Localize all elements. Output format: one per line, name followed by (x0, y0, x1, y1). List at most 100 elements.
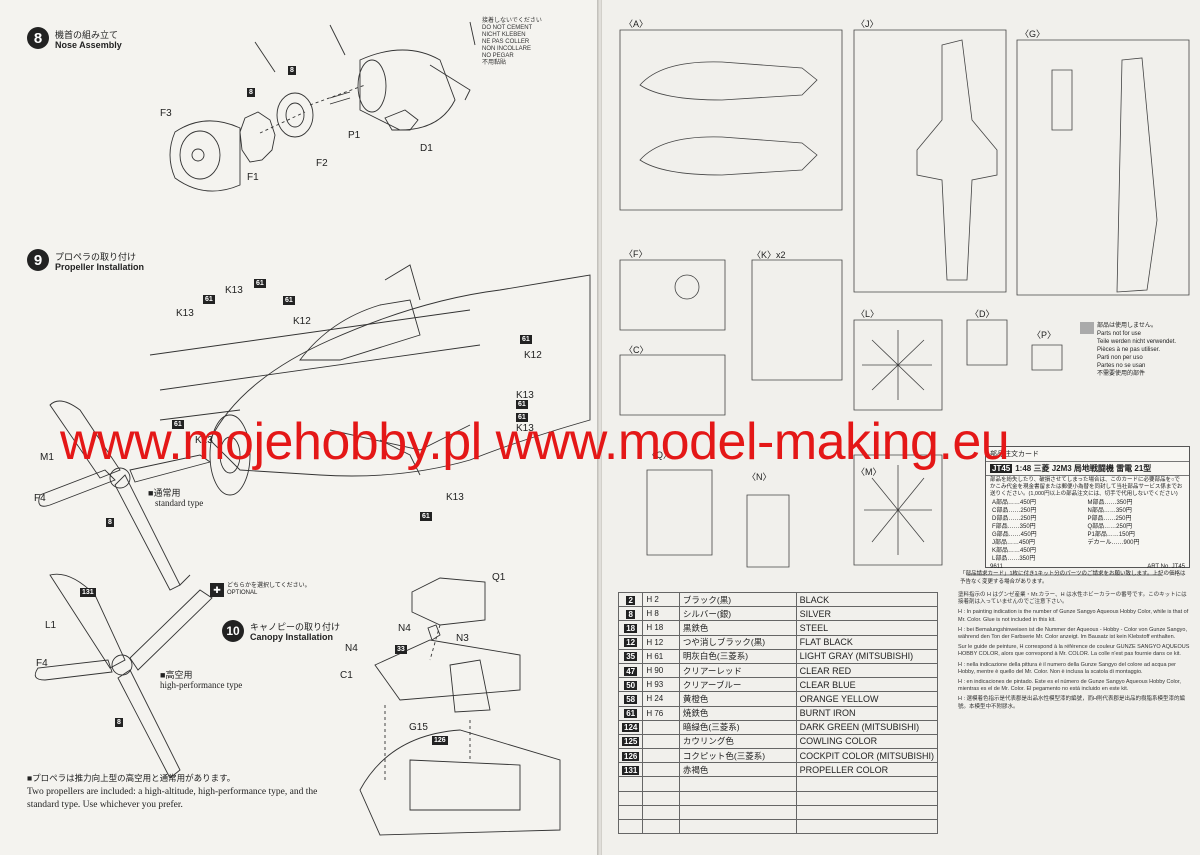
paint-code (642, 790, 680, 806)
parts-price-item: J部品……450円 (992, 540, 1036, 546)
sprue-l-label: 〈L〉 (856, 309, 880, 319)
paint-number: 58 (617, 691, 644, 707)
color-badge: 8 (106, 518, 114, 527)
part-label-f1: F1 (247, 172, 259, 183)
sprue-m-label: 〈M〉 (856, 467, 882, 477)
paint-code: H 8 (642, 606, 680, 622)
paint-number: 50 (617, 677, 644, 693)
paint-name-jp: 焼鉄色 (678, 705, 797, 721)
paint-code: H 90 (642, 662, 680, 679)
paint-code (642, 748, 680, 764)
paint-code: H 61 (642, 648, 680, 664)
paint-number: 126 (617, 748, 644, 764)
part-label-n4: N4 (345, 643, 358, 654)
color-badge: 61 (203, 295, 215, 304)
paint-number-badge: 50 (624, 680, 638, 690)
part-label-f3: F3 (160, 108, 172, 119)
paint-code (642, 719, 680, 735)
paint-code: H 93 (642, 677, 680, 693)
parts-price-item (1088, 555, 1184, 563)
paint-name-jp (678, 818, 797, 835)
paint-number-badge: 61 (624, 709, 638, 719)
optional-note: ✚ どちらかを選択してください。OPTIONAL (210, 583, 311, 597)
paint-name-en (795, 790, 939, 806)
part-label-m1: M1 (40, 452, 54, 463)
part-label-n3: N3 (456, 633, 469, 644)
color-badge: 126 (432, 736, 448, 745)
paint-color-row (617, 776, 939, 792)
paint-number: 124 (617, 719, 644, 735)
paint-color-row (617, 790, 939, 806)
paint-number-badge: 124 (622, 723, 640, 733)
paint-name-en: FLAT BLACK (795, 634, 939, 650)
color-badge: 33 (395, 645, 407, 654)
paint-number (617, 804, 644, 821)
paint-number-badge: 35 (624, 652, 638, 662)
paint-number (617, 776, 644, 792)
paint-number-badge: 18 (624, 623, 638, 633)
part-label-f2: F2 (316, 158, 328, 169)
step-9-number: 9 (27, 249, 49, 271)
part-label-g15: G15 (409, 722, 428, 733)
paint-number: 18 (617, 620, 644, 636)
paint-code (642, 733, 680, 750)
paint-code: H 2 (642, 591, 680, 608)
standard-type-label-jp: ■通常用 (148, 488, 181, 498)
book-spine (597, 0, 603, 855)
paint-number-badge: 8 (626, 609, 635, 619)
paint-name-en: CLEAR RED (795, 662, 939, 679)
step-8-number: 8 (27, 27, 49, 49)
color-badge: 8 (247, 88, 255, 97)
part-label-k13: K13 (176, 308, 194, 319)
paint-name-jp (678, 804, 797, 821)
part-label-k12: K12 (293, 316, 311, 327)
step-10-title-en: Canopy Installation (250, 632, 334, 642)
parts-price-item: K部品……450円 (992, 548, 1037, 554)
paint-number: 47 (617, 662, 644, 679)
sprue-a-label: 〈A〉 (624, 19, 649, 29)
color-badge: 61 (283, 296, 295, 305)
paint-number: 131 (617, 762, 644, 778)
paint-number-badge: 2 (626, 595, 635, 605)
paint-name-en (795, 818, 939, 835)
paint-name-en: BLACK (795, 591, 939, 608)
paint-name-jp: 黒鉄色 (678, 620, 797, 636)
sprue-f-label: 〈F〉 (624, 249, 648, 259)
sprue-g-label: 〈G〉 (1020, 29, 1046, 39)
paint-name-en (795, 776, 939, 792)
parts-card-footnote: 「部品請求カード」1枚に付き1キット分のパーツのご請求をお願い致します。上記の価… (960, 571, 1186, 585)
paint-name-en: BURNT IRON (795, 705, 939, 721)
step-8-title-jp: 機首の組み立て (55, 30, 119, 40)
unused-parts-swatch (1080, 322, 1094, 334)
parts-price-item (1088, 547, 1184, 555)
paint-code: H 18 (642, 620, 680, 636)
part-label-k13: K13 (516, 390, 534, 401)
color-badge: 8 (115, 718, 123, 727)
sprue-drawings (602, 0, 1200, 855)
instructions-page-right: 〈A〉 〈J〉 〈G〉 〈F〉 〈K〉x2 〈C〉 〈L〉 〈D〉 〈P〉 〈Q… (602, 0, 1200, 855)
color-badge: 61 (420, 512, 432, 521)
color-badge: 131 (80, 588, 96, 597)
part-label-d1: D1 (420, 143, 433, 154)
paint-name-en: PROPELLER COLOR (795, 762, 939, 778)
propeller-note-en: Two propellers are included: a high-alti… (27, 787, 318, 810)
step-8-title-en: Nose Assembly (55, 40, 122, 50)
sprue-k-label: 〈K〉x2 (752, 250, 786, 260)
paint-number: 12 (617, 634, 644, 650)
paint-color-row (617, 804, 939, 821)
paint-number-badge: 12 (624, 638, 638, 648)
paint-name-en: SILVER (795, 606, 939, 622)
part-label-k13: K13 (195, 435, 213, 446)
parts-price-item: M部品……350円 (1087, 500, 1133, 506)
sprue-p-label: 〈P〉 (1032, 330, 1057, 340)
paint-code: H 76 (642, 705, 680, 721)
